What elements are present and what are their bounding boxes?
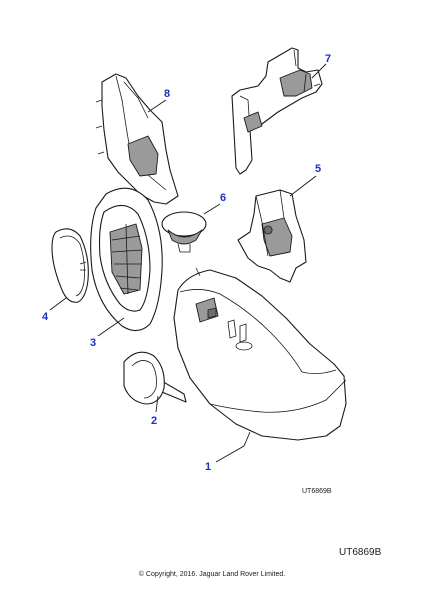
callout-2: 2 (151, 415, 157, 427)
part-5-bracket (237, 189, 307, 283)
leader-1 (215, 431, 251, 463)
callouts: 1 2 3 4 5 6 7 8 (42, 53, 331, 473)
leader-8 (147, 99, 167, 113)
callout-8: 8 (164, 88, 170, 100)
part-2-knob (123, 351, 187, 405)
leader-5 (289, 175, 317, 197)
leader-7 (311, 63, 327, 79)
leader-lines (49, 63, 327, 463)
callout-4: 4 (42, 311, 49, 323)
leader-3 (97, 317, 125, 337)
callout-3: 3 (90, 337, 96, 349)
part-3-bezel (90, 187, 163, 332)
figure-ref-large: UT6869B (339, 547, 382, 558)
leader-4 (49, 297, 67, 311)
part-7-bracket (231, 47, 323, 175)
figure-ref-small: UT6869B (302, 488, 332, 495)
part-1-cover-panel (173, 267, 347, 441)
callout-5: 5 (315, 163, 321, 175)
callout-1: 1 (205, 461, 211, 473)
copyright-notice: © Copyright, 2016. Jaguar Land Rover Lim… (139, 570, 285, 578)
leader-2 (155, 395, 159, 413)
part-4-cover (51, 228, 89, 303)
callout-6: 6 (220, 192, 226, 204)
callout-7: 7 (325, 53, 331, 65)
part-8-bracket (95, 73, 179, 205)
leader-6 (203, 203, 221, 215)
part-6-cap (161, 211, 207, 253)
